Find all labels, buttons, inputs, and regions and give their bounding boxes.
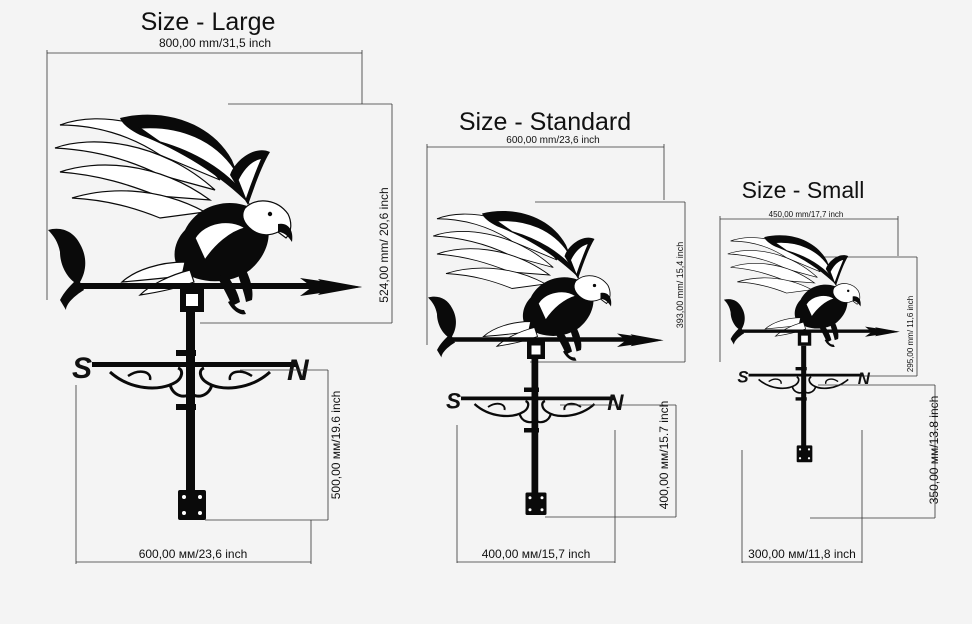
height-label: 524,00 mm/ 20,6 inch [377,187,391,302]
size-title: Size - Small [742,177,865,203]
size-title: Size - Standard [459,108,631,136]
height-label: 295,00 mm/ 11,6 inch [906,296,915,372]
size-title: Size - Large [141,8,276,36]
base-width-label: 300,00 мм/11,8 inch [748,547,856,561]
width-label: 800,00 mm/31,5 inch [159,36,271,50]
stand-height-label: 500,00 мм/19.6 inch [329,391,343,500]
width-label: 450,00 mm/17,7 inch [769,210,844,219]
width-label: 600,00 mm/23,6 inch [506,135,599,146]
size-small-panel: Size - Small 450,00 mm/17,7 inch 295,00 … [719,177,941,563]
height-label: 393,00 mm/ 15,4 inch [675,242,685,329]
size-standard-panel: Size - Standard 600,00 mm/23,6 inch 393,… [426,108,686,563]
size-large-panel: Size - Large 800,00 mm/31,5 inch 524,00 … [46,8,393,564]
stand-height-label: 350,00 мм/13.8 inch [927,396,941,505]
base-width-label: 600,00 мм/23,6 inch [139,547,248,561]
base-width-label: 400,00 мм/15,7 inch [482,547,591,561]
stand-height-label: 400,00 мм/15.7 inch [657,401,671,510]
